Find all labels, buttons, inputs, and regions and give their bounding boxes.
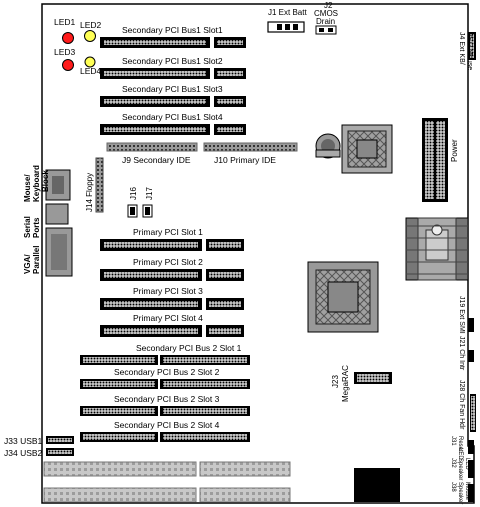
serial-label: Serial (23, 216, 32, 238)
j4-ext-kb-label: J4 Ext KB/ (458, 32, 465, 65)
isa-slot-2 (43, 487, 291, 503)
sec-bus2-slot4: Secondary PCI Bus 2 Slot 4 (80, 420, 250, 442)
ports-label: Ports (32, 217, 41, 238)
j28-ch-fan-label: J28 Ch Fan Hdr (458, 380, 465, 430)
j9-secondary-ide-connector (106, 142, 198, 152)
j9-secondary-ide-label: J9 Secondary IDE (122, 155, 191, 165)
j38-connector (468, 484, 474, 502)
j2-cmos-label: CMOS (314, 9, 338, 18)
parallel-label: Parallel (32, 246, 41, 274)
j2-drain-label: Drain (316, 17, 335, 26)
block-label: Block (41, 170, 50, 192)
sec-bus1-slot3: Secondary PCI Bus1 Slot3 (100, 84, 246, 107)
j31-sub-label: Reset (457, 436, 463, 452)
sec-bus2-slot3: Secondary PCI Bus 2 Slot 3 (80, 394, 250, 416)
primary-slot4-label: Primary PCI Slot 4 (133, 313, 203, 323)
sec-bus2-slot4-label: Secondary PCI Bus 2 Slot 4 (114, 420, 220, 430)
j14-floppy-label: J14 Floppy (85, 173, 94, 212)
cpu-socket-2 (307, 261, 379, 333)
led1-icon (62, 32, 74, 44)
cpu-socket-1 (341, 124, 393, 174)
j31-sub2-label: LED (457, 448, 463, 460)
primary-pci-slot4: Primary PCI Slot 4 (100, 313, 244, 337)
j19-ext-smi-connector (468, 318, 474, 332)
mouse-label: Mouse/ (23, 174, 32, 202)
sec-bus2-slot2: Secondary PCI Bus 2 Slot 2 (80, 367, 250, 389)
power-label: Power (450, 139, 459, 162)
j32-sub-label: Speaker (457, 458, 463, 480)
sec-bus2-slot2-label: Secondary PCI Bus 2 Slot 2 (114, 367, 220, 377)
megarac-label: MegaRAC (341, 365, 350, 402)
isa-slot-1 (43, 461, 291, 477)
led3-icon (62, 59, 74, 71)
j32-sub2-label: LED (464, 458, 470, 470)
j32-label: J32 (450, 458, 456, 468)
j38-label: J38 (450, 482, 456, 492)
sec-bus1-slot4: Secondary PCI Bus1 Slot4 (100, 112, 246, 135)
led3-label: LED3 (54, 47, 76, 57)
j21-ch-intr-connector (468, 350, 474, 362)
j2-cmos-jumper (315, 25, 337, 35)
led4-icon (84, 56, 96, 68)
primary-pci-slot3: Primary PCI Slot 3 (100, 286, 244, 310)
sec-bus2-slot3-label: Secondary PCI Bus 2 Slot 3 (114, 394, 220, 404)
sec-bus2-slot1: Secondary PCI Bus 2 Slot 1 (80, 343, 250, 365)
j10-primary-ide-label: J10 Primary IDE (214, 155, 276, 165)
j14-floppy-connector (95, 157, 104, 213)
sec-bus1-slot1: Secondary PCI Bus1 Slot1 (100, 25, 246, 48)
j16-label: J16 (129, 187, 138, 200)
sec-bus1-slot3-label: Secondary PCI Bus1 Slot3 (122, 84, 223, 94)
vga-label: VGA/ (23, 254, 32, 274)
led2-icon (84, 30, 96, 42)
j17-label: J17 (145, 187, 154, 200)
primary-pci-slot2: Primary PCI Slot 2 (100, 257, 244, 281)
sec-bus1-slot1-label: Secondary PCI Bus1 Slot1 (122, 25, 223, 35)
j34-usb2-label: J34 USB2 (4, 448, 43, 458)
j38-sub2-label: Mouse (464, 482, 470, 501)
power-connector (422, 118, 448, 202)
primary-slot2-label: Primary PCI Slot 2 (133, 257, 203, 267)
keyboard-label: Keyboard (32, 165, 41, 202)
led2-label: LED2 (80, 20, 102, 30)
j21-ch-intr-label: J21 Ch Intr (458, 336, 465, 371)
serial-ports (45, 203, 69, 225)
sec-bus1-slot4-label: Secondary PCI Bus1 Slot4 (122, 112, 223, 122)
sec-bus2-slot1-label: Secondary PCI Bus 2 Slot 1 (136, 343, 242, 353)
sec-bus1-slot2: Secondary PCI Bus1 Slot2 (100, 56, 246, 79)
j1-ext-batt-label: J1 Ext Batt (268, 8, 307, 17)
j33-usb1-label: J33 USB1 (4, 436, 43, 446)
primary-slot1-label: Primary PCI Slot 1 (133, 227, 203, 237)
j31-label: J31 (450, 436, 456, 446)
primary-pci-slot1: Primary PCI Slot 1 (100, 227, 244, 251)
sec-bus1-slot2-label: Secondary PCI Bus1 Slot2 (122, 56, 223, 66)
primary-slot3-label: Primary PCI Slot 3 (133, 286, 203, 296)
j23-label: J23 (331, 375, 340, 388)
led1-label: LED1 (54, 17, 76, 27)
led4-label: LED4 (80, 66, 102, 76)
j31-connector (468, 440, 474, 454)
j38-sub-label: Speaker (457, 482, 463, 504)
j2-label: J2 (324, 1, 333, 10)
voltage-regulator (405, 217, 469, 281)
j10-primary-ide-connector (203, 142, 298, 152)
j19-ext-smi-label: J19 Ext SMI (458, 296, 465, 334)
bios-chip (354, 468, 400, 502)
j4-ps2-mouse-label: PS/2 Mouse (466, 32, 473, 70)
cmos-battery-icon (315, 133, 341, 159)
j32-connector (468, 460, 474, 478)
